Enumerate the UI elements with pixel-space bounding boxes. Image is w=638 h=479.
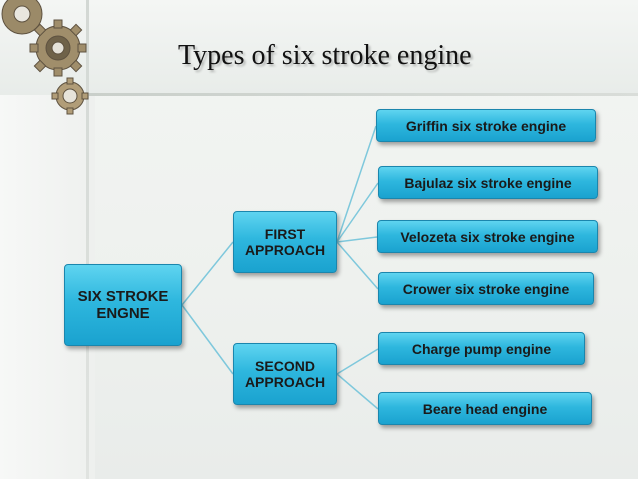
leaf-griffin-engine: Griffin six stroke engine bbox=[376, 109, 596, 142]
connector-first-griffin bbox=[336, 125, 377, 243]
leaf-crower-engine: Crower six stroke engine bbox=[378, 272, 594, 305]
background-top-band bbox=[0, 0, 638, 95]
decorative-horizontal-line bbox=[85, 93, 638, 96]
connector-second-beare bbox=[336, 373, 379, 410]
slide-title: Types of six stroke engine bbox=[178, 40, 472, 71]
connector-root-second bbox=[181, 304, 234, 375]
leaf-bajulaz-engine: Bajulaz six stroke engine bbox=[378, 166, 598, 199]
leaf-beare-head-engine: Beare head engine bbox=[378, 392, 592, 425]
root-node: SIX STROKE ENGNE bbox=[64, 264, 182, 346]
branch-second-approach: SECOND APPROACH bbox=[233, 343, 337, 405]
leaf-charge-pump-engine: Charge pump engine bbox=[378, 332, 585, 365]
connector-first-crower bbox=[336, 241, 379, 290]
gears-icon bbox=[1, 0, 89, 115]
branch-first-approach: FIRST APPROACH bbox=[233, 211, 337, 273]
connector-first-velozeta bbox=[336, 236, 378, 243]
connector-second-charge bbox=[336, 348, 379, 375]
leaf-velozeta-engine: Velozeta six stroke engine bbox=[377, 220, 598, 253]
connector-root-first bbox=[181, 241, 234, 306]
connector-first-bajulaz bbox=[336, 182, 379, 243]
decorative-vertical-line bbox=[86, 0, 89, 479]
